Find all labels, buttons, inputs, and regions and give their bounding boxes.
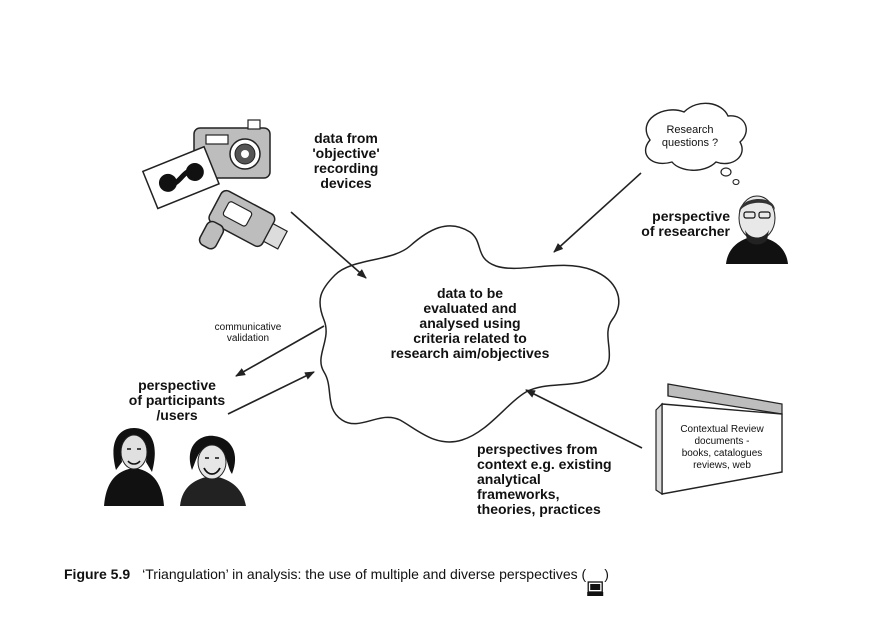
context-label-line: perspectives from [477,441,598,457]
center-cloud [319,225,620,443]
cassette-tape-icon [141,145,220,210]
participants-label: perspective of participants /users [112,378,242,423]
video-camera-icon [198,189,288,250]
camera-icon [193,119,271,179]
thought-bubble-line: questions ? [661,137,719,149]
validation-label-line: validation [226,333,270,344]
documents-label-line: reviews, web [693,460,751,471]
figure-caption: Figure 5.9 ‘Triangulation’ in analysis: t… [64,566,609,582]
validation-label-line: communicative [214,322,282,333]
documents-label-line: documents - [694,436,750,447]
caption-text: ‘Triangulation’ in analysis: the use of … [142,566,587,582]
center-label: data to be evaluated and analysed using … [370,286,570,361]
context-label-line: analytical [477,471,541,487]
thought-bubble-line: Research [666,124,714,136]
figure-number: Figure 5.9 [64,566,131,582]
researcher-label-line: perspective [652,208,730,224]
researcher-label: perspective of researcher [620,209,730,239]
caption-laptop-icon [587,581,604,596]
center-label-line: analysed using [419,315,521,331]
caption-close: ) [604,566,609,582]
devices-label-line: data from [314,130,378,146]
validation-label: communicative validation [196,322,300,344]
center-label-line: criteria related to [413,330,527,346]
participant-portrait-2 [180,435,246,506]
devices-label-line: devices [320,175,372,191]
thought-bubble-text: Research questions ? [648,124,732,150]
arrow-center-to-participants [235,325,325,377]
participant-portrait-1 [104,428,164,506]
participants-label-line: /users [156,407,198,423]
devices-label-line: 'objective' [312,145,380,161]
participants-label-line: of participants [128,392,226,408]
context-label-line: frameworks, [477,486,560,502]
arrow-devices-to-center [290,211,367,279]
documents-icon [655,383,783,496]
devices-label-line: recording [313,160,379,176]
documents-label-line: books, catalogues [681,448,763,459]
center-label-line: data to be [436,285,504,301]
documents-label: Contextual Review documents - books, cat… [664,424,780,472]
center-label-line: research aim/objectives [390,345,550,361]
context-label: perspectives from context e.g. existing … [477,442,647,517]
researcher-portrait [724,193,788,264]
devices-label: data from 'objective' recording devices [296,131,396,191]
arrow-researcher-to-center [553,172,642,253]
participants-label-line: perspective [138,377,216,393]
arrow-participants-to-center [227,371,315,415]
arrow-context-to-center [525,389,643,449]
context-label-line: context e.g. existing [477,456,612,472]
thought-bubble [644,102,747,186]
researcher-label-line: of researcher [641,223,730,239]
context-label-line: theories, practices [477,501,601,517]
center-label-line: evaluated and [423,300,517,316]
documents-label-line: Contextual Review [680,424,764,435]
